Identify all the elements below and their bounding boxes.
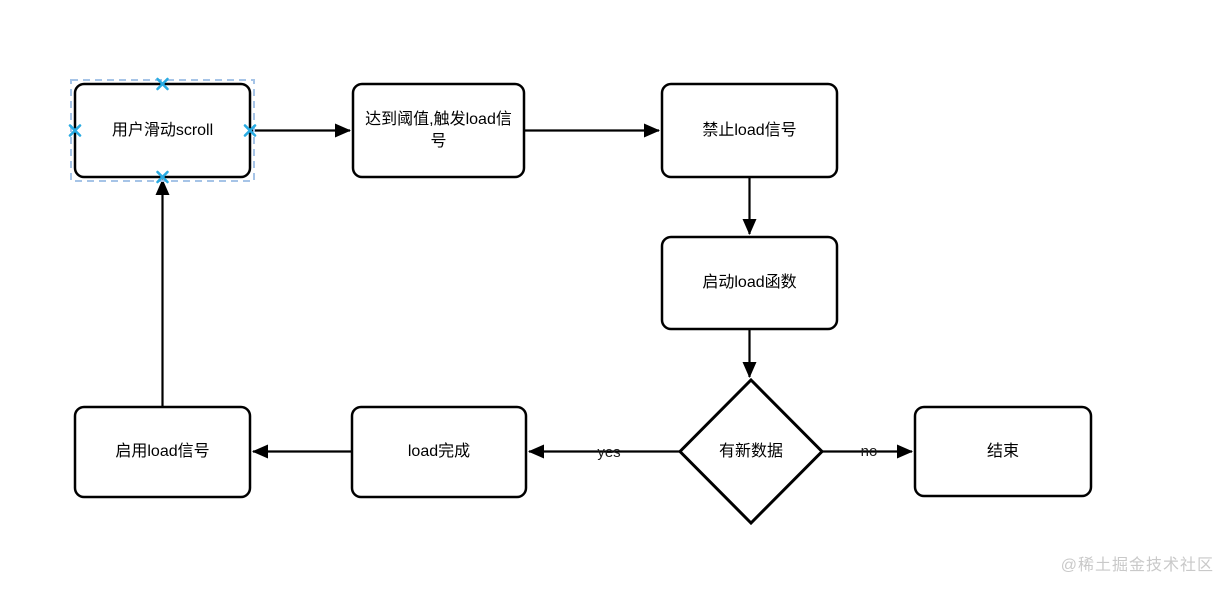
selection-handle-right-icon[interactable] (243, 124, 257, 137)
node-shape-enable-load[interactable] (73, 405, 252, 499)
node-shape-new-data-decision[interactable] (677, 377, 825, 526)
node-shape-trigger-load[interactable] (351, 82, 526, 179)
watermark-text: @稀土掘金技术社区 (1060, 557, 1214, 574)
node-shape-start-load-fn[interactable] (660, 235, 839, 331)
selection-overlay (68, 77, 257, 184)
node-shape-forbid-load[interactable] (660, 82, 839, 179)
node-shape-end[interactable] (913, 405, 1093, 498)
node-shape-user-scroll[interactable] (73, 82, 252, 179)
selection-handle-left-icon[interactable] (68, 124, 82, 137)
node-shape-load-done[interactable] (350, 405, 528, 499)
selection-handle-top-icon[interactable] (156, 77, 169, 91)
selection-handle-bottom-icon[interactable] (156, 170, 169, 184)
selection-outline (70, 79, 255, 182)
